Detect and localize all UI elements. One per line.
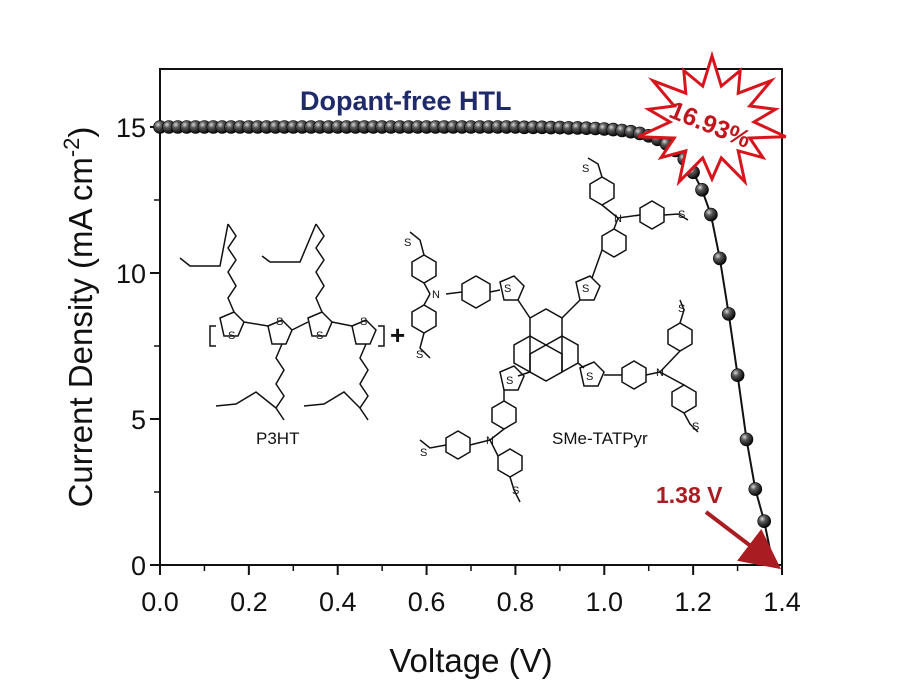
- molecular-structures: S S S S +: [179, 157, 699, 503]
- tatpyr-s-atom-9: S: [504, 283, 511, 295]
- x-tick-label: 0.2: [230, 587, 268, 617]
- efficiency-starburst: 16.93%: [637, 50, 787, 187]
- voc-label: 1.38 V: [656, 482, 723, 508]
- tatpyr-s-atom-4: S: [678, 209, 685, 221]
- voc-annotation: 1.38 V: [656, 482, 782, 570]
- data-point: [721, 307, 736, 321]
- tatpyr-s-atom-1: S: [404, 237, 411, 249]
- y-axis-title-suffix: ): [62, 127, 99, 138]
- p3ht-label: P3HT: [256, 429, 299, 448]
- tatpyr-n-atom-3: N: [656, 367, 664, 379]
- y-tick-label: 5: [131, 405, 146, 435]
- tatpyr-s-atom-6: S: [692, 421, 699, 433]
- tatpyr-s-atom-2: S: [416, 349, 423, 361]
- data-point: [730, 368, 745, 383]
- x-tick-label: 0.0: [141, 587, 179, 617]
- p3ht-s-atom-4: S: [360, 316, 367, 328]
- sme-tatpyr-structure: N N N N S S S S S S S S S S S S: [404, 157, 699, 503]
- p3ht-s-atom-3: S: [316, 330, 323, 342]
- tatpyr-s-atom-12: S: [586, 371, 593, 383]
- p3ht-s-atom-2: S: [276, 316, 283, 328]
- data-point: [704, 207, 718, 222]
- tatpyr-s-atom-7: S: [420, 447, 427, 459]
- data-point: [712, 251, 727, 266]
- x-tick-label: 1.4: [763, 587, 801, 617]
- p3ht-structure: S S S S: [179, 223, 385, 421]
- x-axis-title: Voltage (V): [389, 642, 552, 679]
- htl-label: Dopant-free HTL: [300, 86, 512, 116]
- tatpyr-s-atom-10: S: [582, 283, 589, 295]
- data-point: [695, 183, 709, 197]
- x-tick-label: 0.4: [319, 587, 357, 617]
- tatpyr-n-atom-1: N: [432, 289, 440, 301]
- y-axis-title-main: Current Density (mA cm: [62, 157, 99, 507]
- voc-arrow: [704, 510, 782, 570]
- tatpyr-s-atom-5: S: [678, 303, 685, 315]
- sme-tatpyr-label: SMe-TATPyr: [552, 429, 648, 448]
- x-tick-label: 0.6: [408, 587, 446, 617]
- x-tick-label: 0.8: [497, 587, 535, 617]
- data-point: [739, 432, 754, 447]
- tatpyr-s-atom-3: S: [582, 163, 589, 175]
- y-tick-label: 10: [116, 259, 146, 289]
- tatpyr-n-atom-2: N: [614, 213, 622, 225]
- y-tick-label: 15: [116, 113, 146, 143]
- x-tick-label: 1.2: [674, 587, 712, 617]
- x-tick-label: 1.0: [586, 587, 624, 617]
- starburst-shape: [637, 50, 787, 187]
- p3ht-s-atom-1: S: [228, 330, 235, 342]
- data-point: [757, 514, 772, 529]
- y-axis: 0 5 10 15: [116, 113, 160, 581]
- tatpyr-s-atom-11: S: [506, 375, 513, 387]
- y-axis-title: Current Density (mA cm-2): [59, 127, 99, 508]
- x-axis: 0.0 0.2 0.4 0.6 0.8 1.0 1.2 1.4: [141, 565, 801, 617]
- plus-sign: +: [390, 320, 405, 350]
- y-axis-title-superscript: -2: [59, 138, 84, 158]
- data-point: [748, 482, 763, 496]
- tatpyr-n-atom-4: N: [486, 435, 494, 447]
- tatpyr-s-atom-8: S: [512, 485, 519, 497]
- y-tick-label: 0: [131, 551, 146, 581]
